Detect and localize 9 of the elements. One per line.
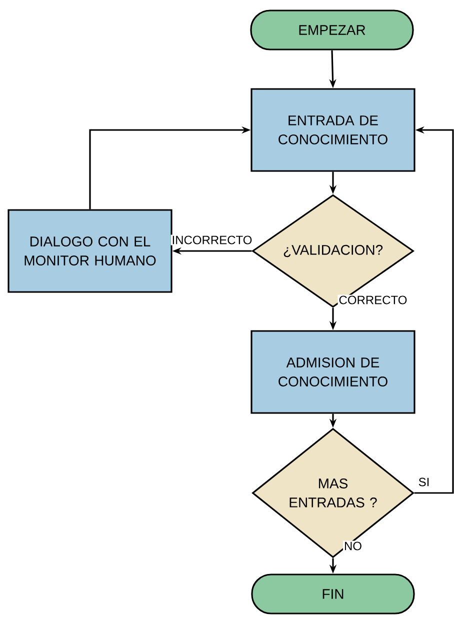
- terminal-box: FIN: [251, 574, 415, 614]
- terminal-box: EMPEZAR: [250, 10, 414, 50]
- process-box: DIALOGO CON EL MONITOR HUMANO: [8, 209, 172, 293]
- edge-label: NO: [343, 540, 363, 552]
- edge-label: SI: [417, 476, 431, 488]
- process-box: ADMISION DE CONOCIMIENTO: [250, 330, 416, 414]
- process-box: ENTRADA DE CONOCIMIENTO: [250, 88, 416, 172]
- edge-label: CORRECTO: [338, 294, 408, 306]
- edge-label: INCORRECTO: [170, 234, 254, 246]
